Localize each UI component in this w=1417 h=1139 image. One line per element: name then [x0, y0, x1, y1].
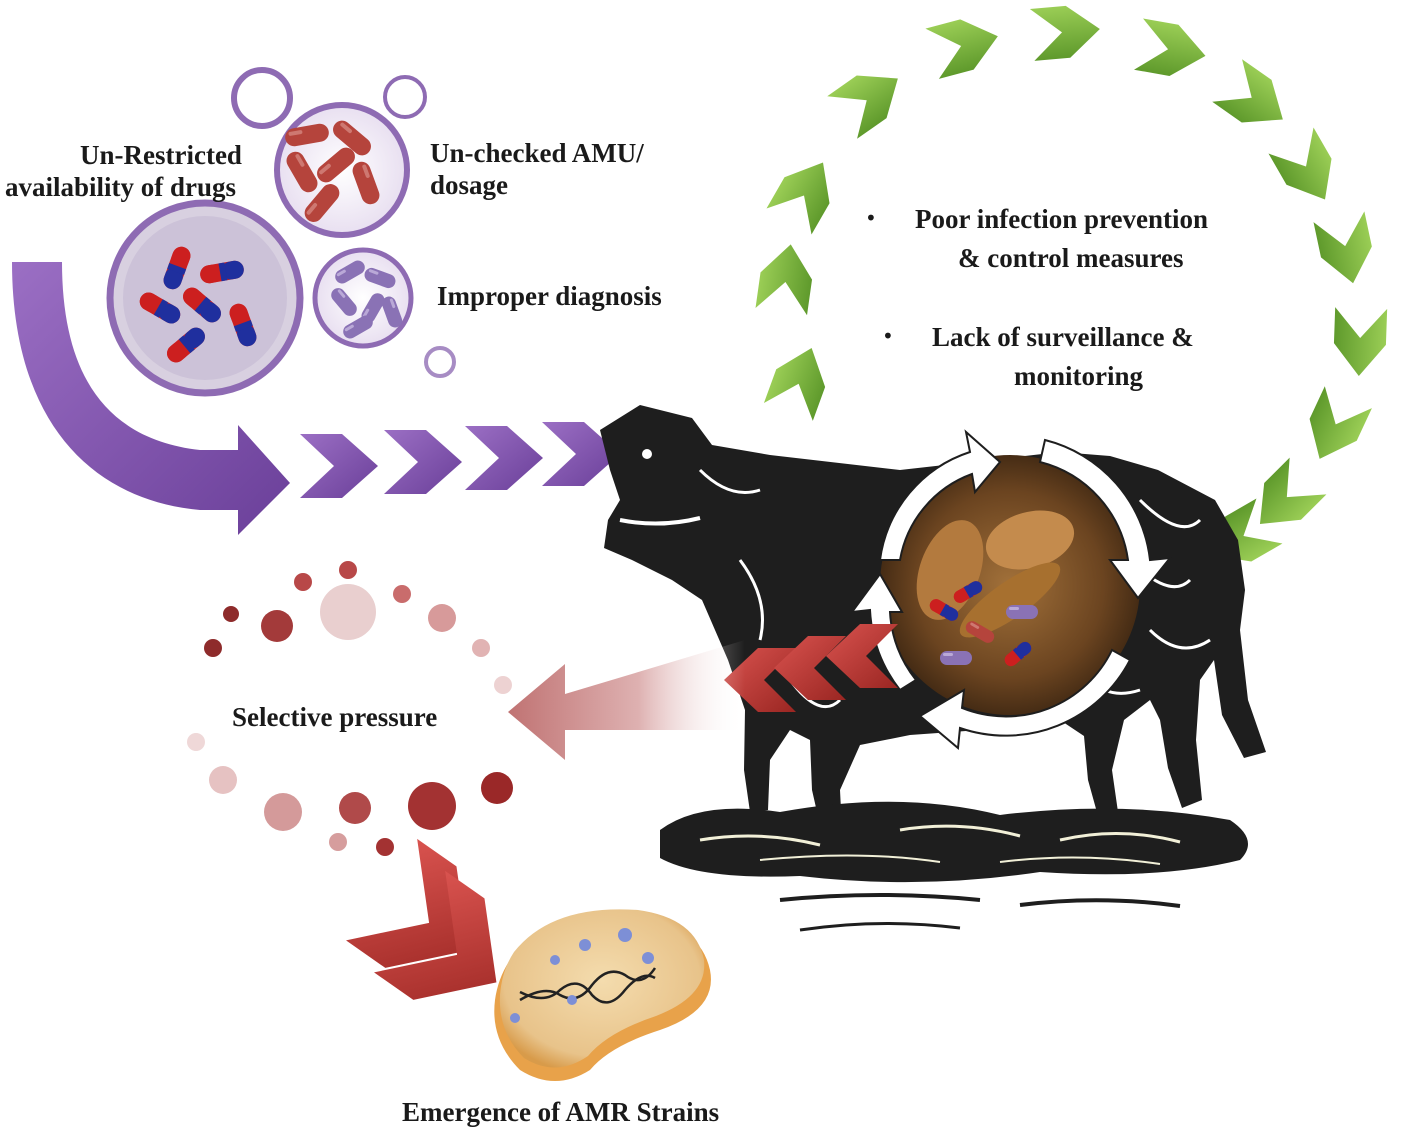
label-improper-diagnosis: Improper diagnosis	[437, 281, 662, 311]
purple-bubble-cluster	[106, 67, 456, 397]
label-poor-infection-line1: Poor infection prevention	[915, 204, 1208, 234]
purple-curved-arrow	[12, 262, 290, 535]
label-unrestricted-line1: Un-Restricted	[80, 140, 242, 170]
label-unrestricted-line2: availability of drugs	[5, 172, 237, 202]
label-unchecked-line1: Un-checked AMU/	[430, 138, 644, 168]
selective-pressure-arrow	[508, 640, 745, 760]
label-emergence-amr: Emergence of AMR Strains	[402, 1097, 720, 1127]
label-selective-pressure: Selective pressure	[232, 702, 438, 732]
red-down-chevrons	[346, 838, 497, 1000]
bullet-2: •	[882, 324, 894, 348]
label-lack-surveillance-line1: Lack of surveillance &	[932, 322, 1194, 352]
selective-pressure-dots	[187, 561, 513, 856]
purple-chevron-row	[300, 422, 620, 498]
bullet-1: •	[865, 206, 877, 230]
label-lack-surveillance-line2: monitoring	[1014, 361, 1144, 391]
label-unchecked-line2: dosage	[430, 170, 509, 200]
label-poor-infection-line2: & control measures	[958, 243, 1184, 273]
amr-bacterium	[494, 909, 711, 1081]
microbe-circle	[849, 429, 1173, 750]
